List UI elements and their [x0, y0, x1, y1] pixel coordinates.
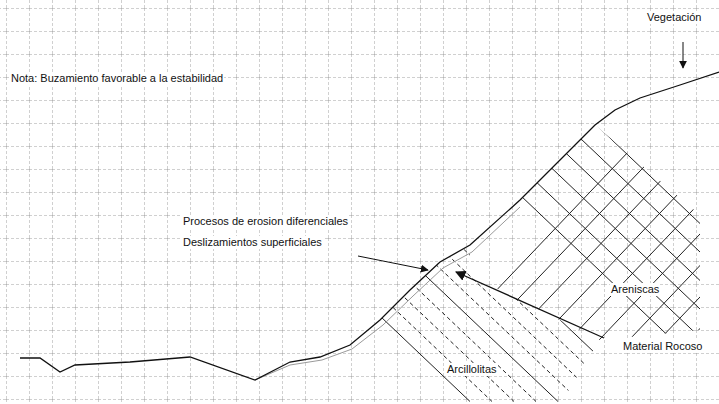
callout-text: Material Rocoso [622, 340, 703, 353]
eroded-surface [255, 207, 520, 380]
ground-profile [20, 72, 719, 380]
callout-text: Procesos de erosion diferenciales [182, 215, 349, 228]
leader-arrow [683, 42, 684, 68]
layer-label: Vegetación [646, 11, 702, 24]
layer-label: Arcillolitas [446, 363, 498, 376]
sandstone-hatch [420, 100, 719, 360]
note-text: Nota: Buzamiento favorable a la estabili… [10, 72, 224, 85]
layer-label: Areniscas [610, 283, 660, 296]
leader-arrow [456, 272, 604, 338]
callout-text: Deslizamientos superficiales [182, 236, 323, 249]
claystone-hatch [300, 240, 646, 402]
leader-arrow [358, 256, 428, 270]
